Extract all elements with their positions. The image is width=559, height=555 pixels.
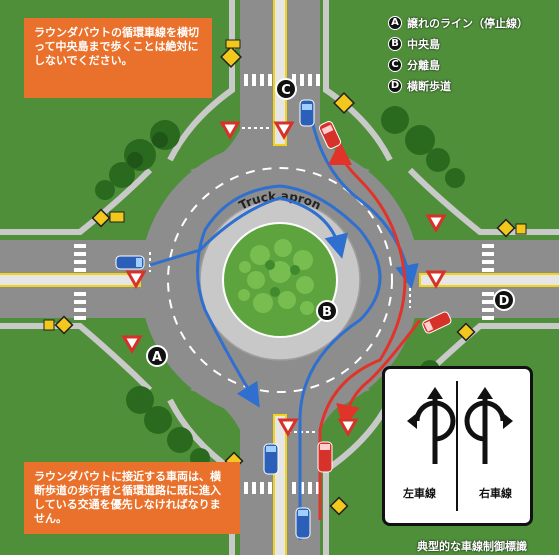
car-icon: [263, 443, 279, 475]
legend: A 譲れのライン（停止線） B 中央島 C 分離島 D 横断歩道: [388, 12, 556, 96]
island-shrub-shadows: [265, 260, 300, 297]
pedestrian-sign-icon: [456, 322, 476, 342]
legend-item: B 中央島: [388, 33, 556, 54]
car-icon: [317, 441, 333, 473]
badge-c: C: [275, 78, 297, 100]
pedestrian-sign-icon: [91, 208, 125, 228]
legend-label: 分離島: [407, 58, 440, 72]
crosswalk-east: [482, 244, 494, 320]
legend-item: D 横断歩道: [388, 75, 556, 96]
car-icon: [299, 99, 315, 127]
legend-item: A 譲れのライン（停止線）: [388, 12, 556, 33]
yield-triangle-icon: [121, 335, 143, 355]
svg-text:D: D: [499, 294, 510, 309]
yield-triangle-icon: [125, 270, 147, 290]
pedestrian-sign-icon: [496, 218, 527, 238]
left-lane-label: 左車線: [403, 487, 436, 500]
blue-path-west-entry: [149, 196, 348, 267]
lane-arrows: [407, 381, 513, 511]
right-lane-arrow-icon: [464, 399, 506, 464]
pedestrian-sign-icon: [43, 315, 74, 335]
right-lane-label: 右車線: [479, 487, 512, 500]
badge-b: B: [316, 300, 338, 322]
trees: [95, 106, 465, 468]
lane-control-sign: 左車線 右車線: [382, 366, 533, 526]
warning-note-top: ラウンダバウトの循環車線を横切って中央島まで歩くことは絶対にしないでください。: [24, 18, 212, 98]
svg-text:B: B: [322, 305, 332, 320]
yield-triangle-icon: [277, 418, 299, 438]
crosswalk-south: [244, 482, 320, 494]
legend-label: 譲れのライン（停止線）: [407, 16, 528, 30]
warning-note-bottom: ラウンダバウトに接近する車両は、横断歩道の歩行者と循環道路に既に進入している交通…: [24, 462, 240, 534]
island-shrubs: [238, 239, 314, 315]
pedestrian-sign-icon: [220, 39, 242, 68]
yield-lines: [149, 127, 411, 433]
crosswalk-west: [74, 244, 86, 320]
legend-label: 中央島: [407, 37, 440, 51]
circulating-lane-line: [167, 167, 393, 393]
badge-a: A: [146, 345, 168, 367]
blue-path-left-lane: [196, 184, 382, 540]
truck-apron-edge: [199, 199, 361, 361]
car-icon: [422, 311, 452, 334]
svg-text:A: A: [152, 350, 162, 365]
crosswalk-north: [244, 74, 320, 86]
yield-triangle-icon: [425, 270, 447, 290]
legend-badge: D: [388, 78, 402, 93]
legend-badge: A: [388, 15, 402, 30]
yield-triangle-icon: [337, 418, 359, 438]
sign-caption: 典型的な車線制御標識: [417, 540, 527, 553]
legend-badge: C: [388, 57, 402, 72]
car-icon: [318, 121, 342, 149]
yield-triangle-icon: [425, 214, 447, 234]
yield-triangle-icon: [273, 121, 295, 141]
svg-text:C: C: [281, 83, 291, 98]
legend-item: C 分離島: [388, 54, 556, 75]
yield-triangle-icon: [219, 121, 241, 141]
car-icon: [295, 507, 311, 539]
badge-d: D: [493, 289, 515, 311]
legend-label: 横断歩道: [407, 79, 451, 93]
left-lane-arrow-icon: [414, 399, 456, 464]
pedestrian-sign-icon: [329, 496, 349, 516]
pedestrian-sign-icon: [333, 92, 355, 114]
legend-badge: B: [388, 36, 402, 51]
car-icon: [115, 255, 145, 270]
red-path-east: [336, 319, 422, 429]
red-path-right-lane: [318, 141, 407, 520]
